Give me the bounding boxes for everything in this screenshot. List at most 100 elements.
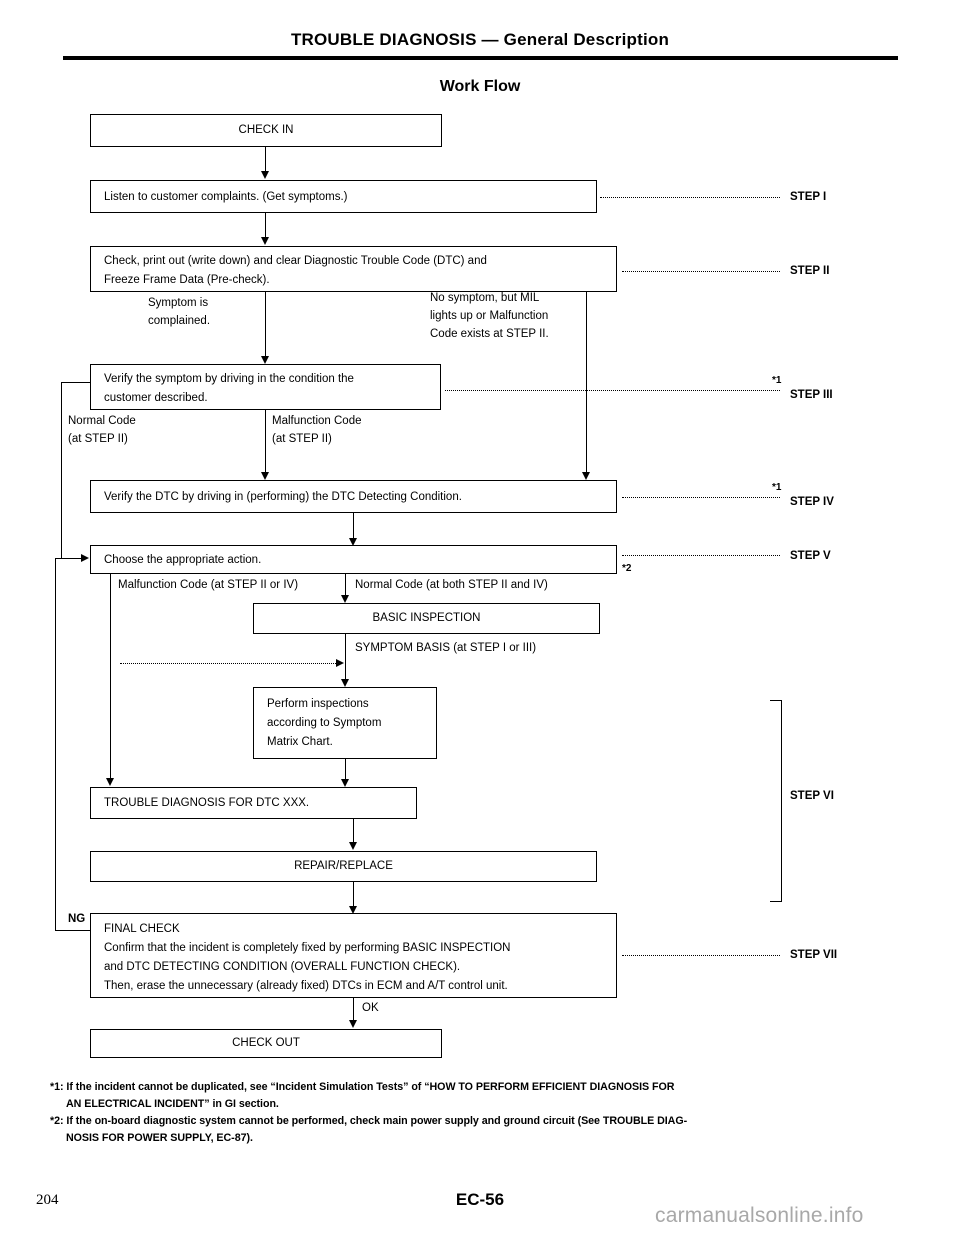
box-repair-replace: REPAIR/REPLACE: [90, 851, 597, 882]
branch-label-normal-code: Normal Code (at STEP II): [68, 412, 136, 448]
leader-step4: [622, 497, 780, 498]
feedback-ng-top: [55, 558, 83, 560]
footnote-1-line1: *1: If the incident cannot be duplicated…: [50, 1081, 675, 1093]
footnote-2-line2: NOSIS FOR POWER SUPPLY, EC-87).: [66, 1132, 253, 1144]
footnote-2: *2: If the on-board diagnostic system ca…: [50, 1113, 920, 1147]
box-check-print-dtc-line1: Check, print out (write down) and clear …: [104, 255, 487, 267]
watermark: carmanualsonline.info: [655, 1204, 864, 1227]
connector-basic-to-perform: [345, 634, 347, 684]
arrowhead-step3: [261, 356, 269, 364]
step-label-3: STEP III: [790, 389, 833, 401]
box-final-check-line4: Then, erase the unnecessary (already fix…: [104, 980, 508, 992]
branch-label-mil: No symptom, but MIL lights up or Malfunc…: [430, 289, 549, 343]
box-check-in-label: CHECK IN: [238, 124, 294, 136]
box-final-check: FINAL CHECK Confirm that the incident is…: [90, 913, 617, 998]
branch-label-mil-line3: Code exists at STEP II.: [430, 328, 549, 340]
arrowhead-step2: [261, 237, 269, 245]
arrowhead-step4: [261, 472, 269, 480]
step-mark-4: *1: [772, 482, 782, 493]
box-trouble-diagnosis-dtc: TROUBLE DIAGNOSIS FOR DTC XXX.: [90, 787, 417, 819]
connector-normal-to-basic: [345, 574, 347, 599]
box-verify-symptom-line1: Verify the symptom by driving in the con…: [104, 373, 354, 385]
branch-label-normal-code-line2: (at STEP II): [68, 433, 128, 445]
connector-step1-to-step2: [265, 213, 267, 240]
box-check-print-dtc: Check, print out (write down) and clear …: [90, 246, 617, 292]
feedback-ng-bottom: [55, 930, 91, 932]
page-number: 204: [36, 1192, 59, 1208]
box-listen-complaints: Listen to customer complaints. (Get symp…: [90, 180, 597, 213]
step-label-6: STEP VI: [790, 790, 834, 802]
connector-trouble-to-repair: [353, 819, 355, 846]
branch-label-malfunction-code-line2: (at STEP II): [272, 433, 332, 445]
arrowhead-mil-step4: [582, 472, 590, 480]
footnote-2-line1: *2: If the on-board diagnostic system ca…: [50, 1115, 688, 1127]
box-trouble-diagnosis-dtc-label: TROUBLE DIAGNOSIS FOR DTC XXX.: [104, 797, 310, 809]
leader-step1: [600, 197, 780, 198]
box-choose-action: Choose the appropriate action.: [90, 545, 617, 574]
arrowhead-trouble-dtc: [341, 779, 349, 787]
arrowhead-repair-replace: [349, 842, 357, 850]
step-label-5: STEP V: [790, 550, 831, 562]
box-verify-symptom: Verify the symptom by driving in the con…: [90, 364, 441, 410]
feedback-normal-vertical: [61, 382, 63, 558]
arrowhead-trouble-dtc-left: [106, 778, 114, 786]
step-label-7: STEP VII: [790, 949, 838, 961]
connector-step2-to-step3: [265, 292, 267, 360]
branch-label-normal-code-line1: Normal Code: [68, 415, 136, 427]
branch-label-normal-2: Normal Code (at both STEP II and IV): [355, 579, 548, 591]
feedback-ng-vertical: [55, 558, 57, 930]
leader-step3: [445, 390, 780, 391]
box-check-print-dtc-line2: Freeze Frame Data (Pre-check).: [104, 274, 270, 286]
branch-label-malfunction-2: Malfunction Code (at STEP II or IV): [118, 579, 299, 591]
box-check-out-label: CHECK OUT: [232, 1037, 300, 1049]
box-listen-complaints-label: Listen to customer complaints. (Get symp…: [104, 191, 348, 203]
header-rule: [63, 56, 898, 60]
arrowhead-perform-inspections: [341, 679, 349, 687]
step-mark-5: *2: [622, 563, 632, 574]
box-basic-inspection-label: BASIC INSPECTION: [372, 612, 481, 624]
box-repair-replace-label: REPAIR/REPLACE: [294, 860, 393, 872]
page-title: TROUBLE DIAGNOSIS — General Description: [290, 30, 670, 49]
box-verify-dtc-label: Verify the DTC by driving in (performing…: [104, 491, 462, 503]
footnote-1: *1: If the incident cannot be duplicated…: [50, 1079, 920, 1113]
label-symptom-basis: SYMPTOM BASIS (at STEP I or III): [355, 642, 537, 654]
box-choose-action-label: Choose the appropriate action.: [104, 554, 262, 566]
connector-final-to-checkout: [353, 998, 355, 1024]
label-ok: OK: [362, 1002, 379, 1014]
leader-step7: [622, 955, 780, 956]
branch-label-symptom: Symptom is complained.: [148, 294, 210, 330]
box-final-check-line3: and DTC DETECTING CONDITION (OVERALL FUN…: [104, 961, 461, 973]
branch-label-symptom-line2: complained.: [148, 315, 211, 327]
connector-mil-to-step4: [586, 292, 588, 476]
arrowhead-basic-inspection: [341, 595, 349, 603]
branch-label-malfunction-code-line1: Malfunction Code: [272, 415, 362, 427]
arrowhead-step5: [349, 538, 357, 546]
step-label-1: STEP I: [790, 191, 827, 203]
branch-label-mil-line1: No symptom, but MIL: [430, 292, 540, 304]
leader-step2: [622, 271, 780, 272]
branch-label-malfunction-code: Malfunction Code (at STEP II): [272, 412, 362, 448]
branch-label-symptom-line1: Symptom is: [148, 297, 209, 309]
footnote-1-line2: AN ELECTRICAL INCIDENT” in GI section.: [66, 1098, 279, 1110]
box-verify-dtc: Verify the DTC by driving in (performing…: [90, 480, 617, 513]
connector-perform-to-trouble-dtc: [345, 759, 347, 783]
arrowhead-check-out: [349, 1020, 357, 1028]
box-perform-inspections: Perform inspections according to Symptom…: [253, 687, 437, 759]
step-label-4: STEP IV: [790, 496, 834, 508]
arrowhead-step1: [261, 171, 269, 179]
arrowhead-feedback-normal: [81, 554, 89, 562]
step-label-2: STEP II: [790, 265, 830, 277]
connector-malfunction-to-trouble-dtc: [110, 574, 112, 782]
box-perform-inspections-line2: according to Symptom: [267, 717, 382, 729]
feedback-normal-top: [61, 382, 91, 384]
leader-step5: [622, 555, 780, 556]
box-check-in: CHECK IN: [90, 114, 442, 147]
label-ng: NG: [68, 913, 86, 925]
connector-step4-to-step5: [353, 513, 355, 541]
step-bracket-6: [770, 700, 782, 902]
step-mark-3: *1: [772, 375, 782, 386]
box-verify-symptom-line2: customer described.: [104, 392, 208, 404]
box-basic-inspection: BASIC INSPECTION: [253, 603, 600, 634]
section-title: Work Flow: [439, 78, 521, 95]
